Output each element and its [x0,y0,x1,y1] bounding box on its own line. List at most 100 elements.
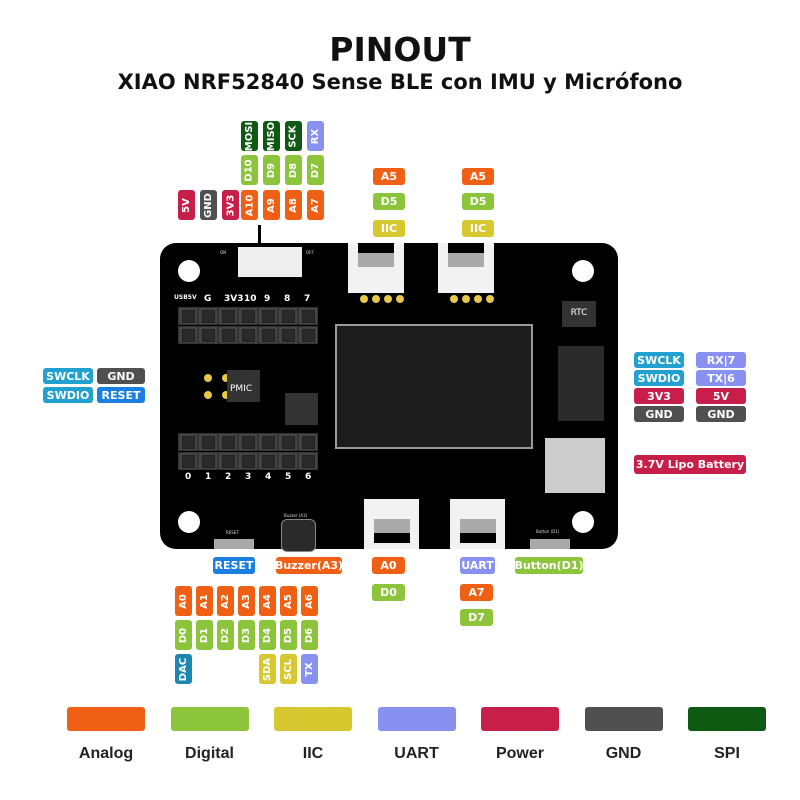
top-header-pin-label: USB5V [174,294,197,301]
mount-hole [178,511,200,533]
header-pad [298,307,318,325]
bottom-extra-tag: SCL [280,654,297,684]
button-silk: Button (D1) [536,529,560,534]
left-swclk-tag: SWCLK [43,368,93,384]
top-spi-tag-label: RX [309,128,321,144]
bottom-analog-tag: A0 [175,586,192,616]
bottom-digital-tag: D6 [301,620,318,650]
bottom-header-pin-label: 4 [265,472,272,482]
reset-tag: RESET [213,557,255,574]
bottom-digital-tag-label: D3 [240,627,252,643]
header-pad [298,433,318,451]
reset-button[interactable] [214,539,254,549]
grove-bottom-left-digital: D0 [372,584,405,601]
top-header-pin-label: 3V3 [224,294,244,304]
user-button[interactable] [530,539,570,549]
top-digital-tag-label: D9 [265,162,277,178]
header-pad [238,326,258,344]
battery-tag: 3.7V Lipo Battery [634,455,746,474]
bottom-header-pin-label: 2 [225,472,232,482]
legend-label-spi: SPI [714,745,740,762]
top-spi-tag: SCK [285,121,302,151]
grove-connector-top-right [438,243,494,293]
top-header-pin-label: 10 [244,294,257,304]
legend-label-power: Power [495,745,544,762]
bottom-analog-tag: A5 [280,586,297,616]
top-digital-tag-label: D8 [287,162,299,178]
header-pad [278,433,298,451]
solder-pad [222,391,230,399]
grove-pin [396,295,404,303]
bottom-header-pin-label: 3 [245,472,252,482]
legend-label-iic: IIC [302,745,324,762]
top-spi-tag-label: MOSI [244,121,255,151]
bottom-header-row-1 [178,433,318,451]
grove-top-right-iic: IIC [462,220,494,237]
grove-bottom-left-analog: A0 [372,557,405,574]
top-analog-tag-label: A9 [265,197,277,213]
grove-top-left-analog: A5 [373,168,405,185]
grove-connector-bottom-right [450,499,505,549]
bottom-extra-tag: TX [301,654,318,684]
header-pad [178,326,198,344]
bottom-analog-tag-label: A6 [303,593,315,609]
top-power-tag-label: 5V [180,197,192,213]
grove-bottom-right-uart: UART [460,557,495,574]
solder-pad [204,391,212,399]
header-pad [218,326,238,344]
top-header-row-2 [178,326,318,344]
header-pad [198,326,218,344]
bottom-digital-tag-label: D5 [282,627,294,643]
grove-top-right-analog: A5 [462,168,494,185]
left-gnd-tag: GND [97,368,145,384]
switch-lever [258,225,261,245]
bottom-digital-tag-label: D6 [303,627,315,643]
legend-swatch-gnd [584,707,663,731]
grove-pin [360,295,368,303]
bottom-analog-tag-label: A0 [177,593,189,609]
top-header-row-1 [178,307,318,325]
bottom-digital-tag-label: D1 [198,627,210,643]
bottom-digital-tag: D4 [259,620,276,650]
header-pad [298,452,318,470]
header-pad [218,433,238,451]
bottom-analog-tag: A2 [217,586,234,616]
bottom-analog-tag-label: A5 [282,593,294,609]
right-tx-tag: TX|6 [696,370,746,386]
bottom-digital-tag: D1 [196,620,213,650]
grove-top-left-digital: D5 [373,193,405,210]
top-digital-tag-label: D7 [309,162,321,178]
legend-swatch-analog [67,707,145,731]
solder-pad [204,374,212,382]
buzzer-tag: Buzzer(A3) [274,557,344,574]
bottom-header-pin-label: 0 [185,472,192,482]
legend-label-uart: UART [394,745,439,762]
right-5v-tag: 5V [696,388,746,404]
right-swdio-tag: SWDIO [634,370,684,386]
mount-hole [178,260,200,282]
bottom-digital-tag-label: D2 [219,627,231,643]
header-pad [238,452,258,470]
grove-pin [462,295,470,303]
header-pad [198,433,218,451]
reset-silk: RESET [226,530,239,535]
left-swdio-tag: SWDIO [43,387,93,403]
header-pad [218,452,238,470]
top-spi-tag: MOSI [241,121,258,151]
bottom-analog-tag: A4 [259,586,276,616]
grove-bottom-right-analog: A7 [460,584,493,601]
power-switch[interactable] [238,247,302,277]
top-digital-tag: D9 [263,155,280,185]
top-analog-tag-label: A8 [287,197,299,213]
grove-pin [384,295,392,303]
top-header-pin-label: 9 [264,294,271,304]
top-analog-tag: A7 [307,190,324,220]
top-power-tag: 5V [178,190,195,220]
mount-hole [572,260,594,282]
bottom-header-pin-label: 5 [285,472,292,482]
bottom-digital-tag: D3 [238,620,255,650]
legend-swatch-iic [274,707,352,731]
header-pad [238,307,258,325]
bottom-digital-tag-label: D4 [261,627,273,643]
top-digital-tag: D10 [241,155,258,185]
